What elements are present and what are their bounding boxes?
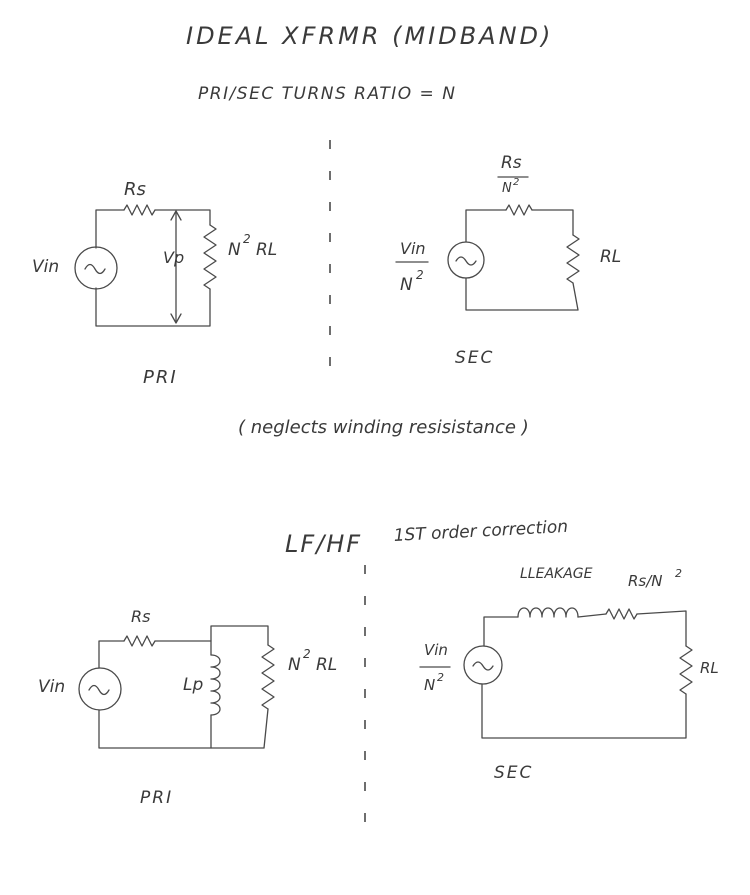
top-pri-vp-label: Vp	[163, 248, 184, 267]
rs-resistor	[123, 204, 156, 216]
top-sec-circuit	[395, 176, 580, 311]
title-ideal-xfrmr: IDEAL XFRMR (MIDBAND)	[186, 22, 553, 50]
source-circle	[74, 246, 118, 290]
top-sec-src-den: N	[400, 275, 413, 295]
top-sec-rs-den: N	[502, 181, 512, 196]
bottom-sec-src-den: N	[424, 676, 435, 694]
bottom-sec-rs-label: Rs/N	[628, 572, 663, 590]
bottom-sec-src-num: Vin	[424, 641, 448, 659]
top-sec-rs-num: Rs	[501, 153, 522, 173]
top-pri-rs-label: Rs	[124, 179, 146, 200]
bottom-sec-src-den-sup: 2	[437, 671, 444, 684]
top-sec-load: RL	[600, 247, 621, 267]
top-pri-load-sup: 2	[243, 232, 251, 246]
bottom-pri-load-r: RL	[316, 655, 337, 675]
bottom-sec-circuit	[419, 607, 693, 739]
turns-ratio-label: PRI/SEC TURNS RATIO = N	[198, 84, 456, 104]
top-pri-load-n: N	[228, 240, 241, 260]
section2-title: LF/HF	[285, 530, 362, 558]
top-sec-src-den-sup: 2	[416, 268, 424, 282]
bottom-pri-circuit	[78, 625, 275, 749]
leakage-inductor	[517, 607, 579, 618]
bottom-sec-rs-sup: 2	[675, 567, 682, 580]
lp-inductor	[210, 654, 221, 716]
top-pri-circuit	[74, 204, 217, 327]
top-sec-rs-den-sup: 2	[513, 177, 519, 188]
bottom-pri-load-n: N	[288, 655, 301, 675]
bottom-pri-lp-label: Lp	[183, 675, 203, 695]
top-sec-caption: SEC	[455, 348, 494, 368]
top-pri-caption: PRI	[143, 367, 178, 388]
top-pri-load-r: RL	[256, 240, 277, 260]
bottom-pri-source-label: Vin	[38, 677, 65, 697]
load-resistor	[203, 224, 217, 290]
sine-icon	[84, 263, 106, 275]
bottom-pri-rs-label: Rs	[131, 607, 150, 626]
top-pri-source-label: Vin	[32, 257, 59, 277]
bottom-sec-caption: SEC	[494, 763, 533, 783]
bottom-sec-leak-label: LLEAKAGE	[520, 566, 593, 582]
bottom-pri-caption: PRI	[140, 788, 173, 808]
winding-resistance-note: ( neglects winding resisistance )	[238, 417, 529, 438]
top-sec-src-num: Vin	[400, 239, 426, 258]
section2-subtitle: 1ST order correction	[393, 517, 568, 546]
bottom-sec-load: RL	[700, 659, 719, 677]
bottom-pri-load-sup: 2	[303, 647, 311, 661]
